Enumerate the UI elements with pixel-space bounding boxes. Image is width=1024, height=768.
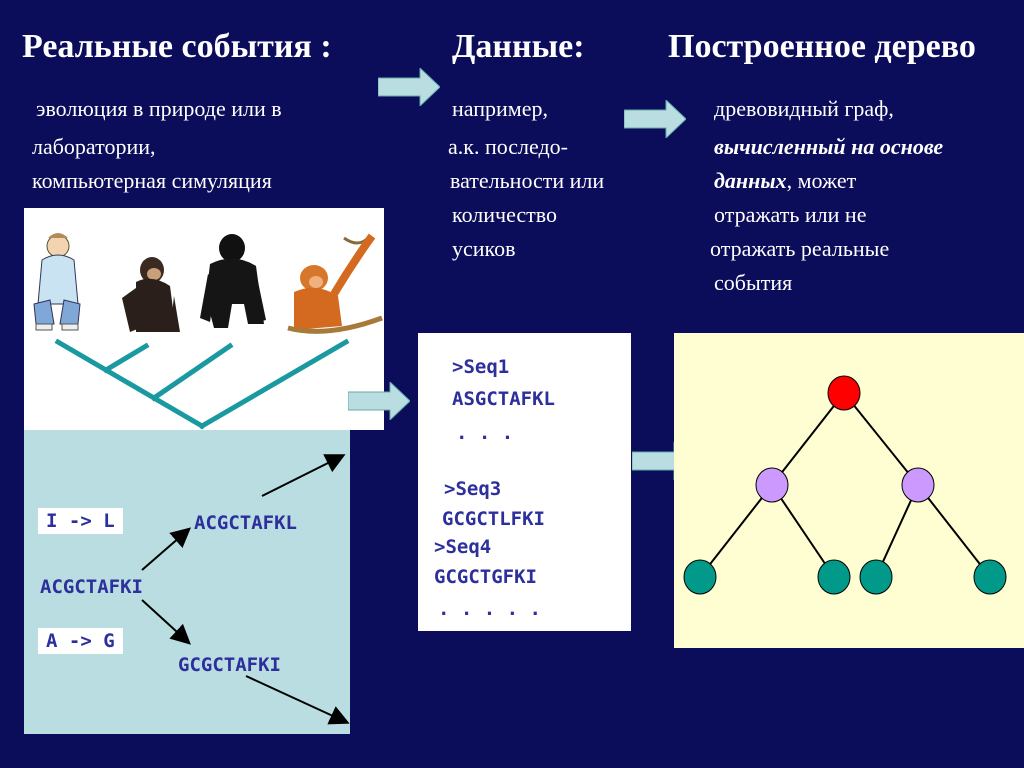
real-events-line3: компьютерная симуляция — [32, 168, 272, 193]
primates-illustration — [33, 233, 383, 430]
tree-leaf-node — [683, 559, 717, 595]
tree-line2: вычисленный на основе — [714, 134, 944, 159]
data-line4: количество — [452, 202, 558, 227]
seq3-name: >Seq3 — [444, 478, 502, 500]
tree-root-node — [827, 375, 861, 411]
seq1-sequence: ASGCTAFKL — [452, 388, 555, 410]
sequences-panel — [418, 333, 631, 631]
orangutan-figure-icon — [287, 233, 383, 334]
tree-line1: древовидный граф, — [714, 96, 894, 121]
real-events-line1: эволюция в природе или в — [36, 96, 282, 121]
seq1-name: >Seq1 — [452, 356, 510, 378]
tree-panel — [674, 333, 1024, 648]
arrow-right-icon — [624, 100, 686, 138]
tree-inner-node — [755, 467, 789, 503]
ancestor-sequence: ACGCTAFKI — [40, 576, 143, 598]
seq-dots-1: . . . — [456, 422, 514, 444]
tree-leaf-node — [973, 559, 1007, 595]
gorilla-figure-icon — [200, 234, 266, 328]
chimpanzee-figure-icon — [122, 257, 180, 332]
header-tree: Построенное дерево — [668, 28, 976, 65]
data-line2: а.к. последо- — [448, 134, 569, 159]
tree-leaf-node — [817, 559, 851, 595]
evolution-panel — [24, 430, 350, 734]
header-real-events: Реальные события : — [22, 28, 332, 65]
child-sequence-1: ACGCTAFKL — [194, 512, 297, 534]
seq-dots-2: . . . . . — [438, 598, 541, 620]
tree-line6: события — [714, 270, 793, 295]
evolution-arrows — [141, 454, 350, 725]
tree-line3-emph: данных — [714, 168, 787, 193]
data-line1: например, — [452, 96, 548, 121]
data-line3: вательности или — [450, 168, 605, 193]
tree-line3: данных, может — [714, 164, 856, 198]
arrow-right-icon — [348, 382, 410, 420]
constructed-tree — [683, 375, 1007, 595]
phylogeny-tree — [54, 338, 350, 430]
tree-leaf-node — [859, 559, 893, 595]
real-events-line2: лаборатории, — [32, 134, 156, 159]
mutation-label-1: I -> L — [38, 508, 123, 534]
seq4-name: >Seq4 — [434, 536, 492, 558]
primates-panel — [24, 208, 384, 430]
header-data: Данные: — [452, 28, 585, 65]
seq3-sequence: GCGCTLFKI — [442, 508, 545, 530]
human-figure-icon — [33, 233, 81, 331]
arrow-right-icon — [378, 68, 440, 106]
seq4-sequence: GCGCTGFKI — [434, 566, 537, 588]
child-sequence-2: GCGCTAFKI — [178, 654, 281, 676]
tree-inner-node — [901, 467, 935, 503]
tree-line5: отражать реальные — [710, 236, 890, 261]
mutation-label-2: A -> G — [38, 628, 123, 654]
tree-line4: отражать или не — [714, 202, 867, 227]
tree-line3-rest: , может — [786, 168, 857, 193]
data-line5: усиков — [452, 236, 516, 261]
